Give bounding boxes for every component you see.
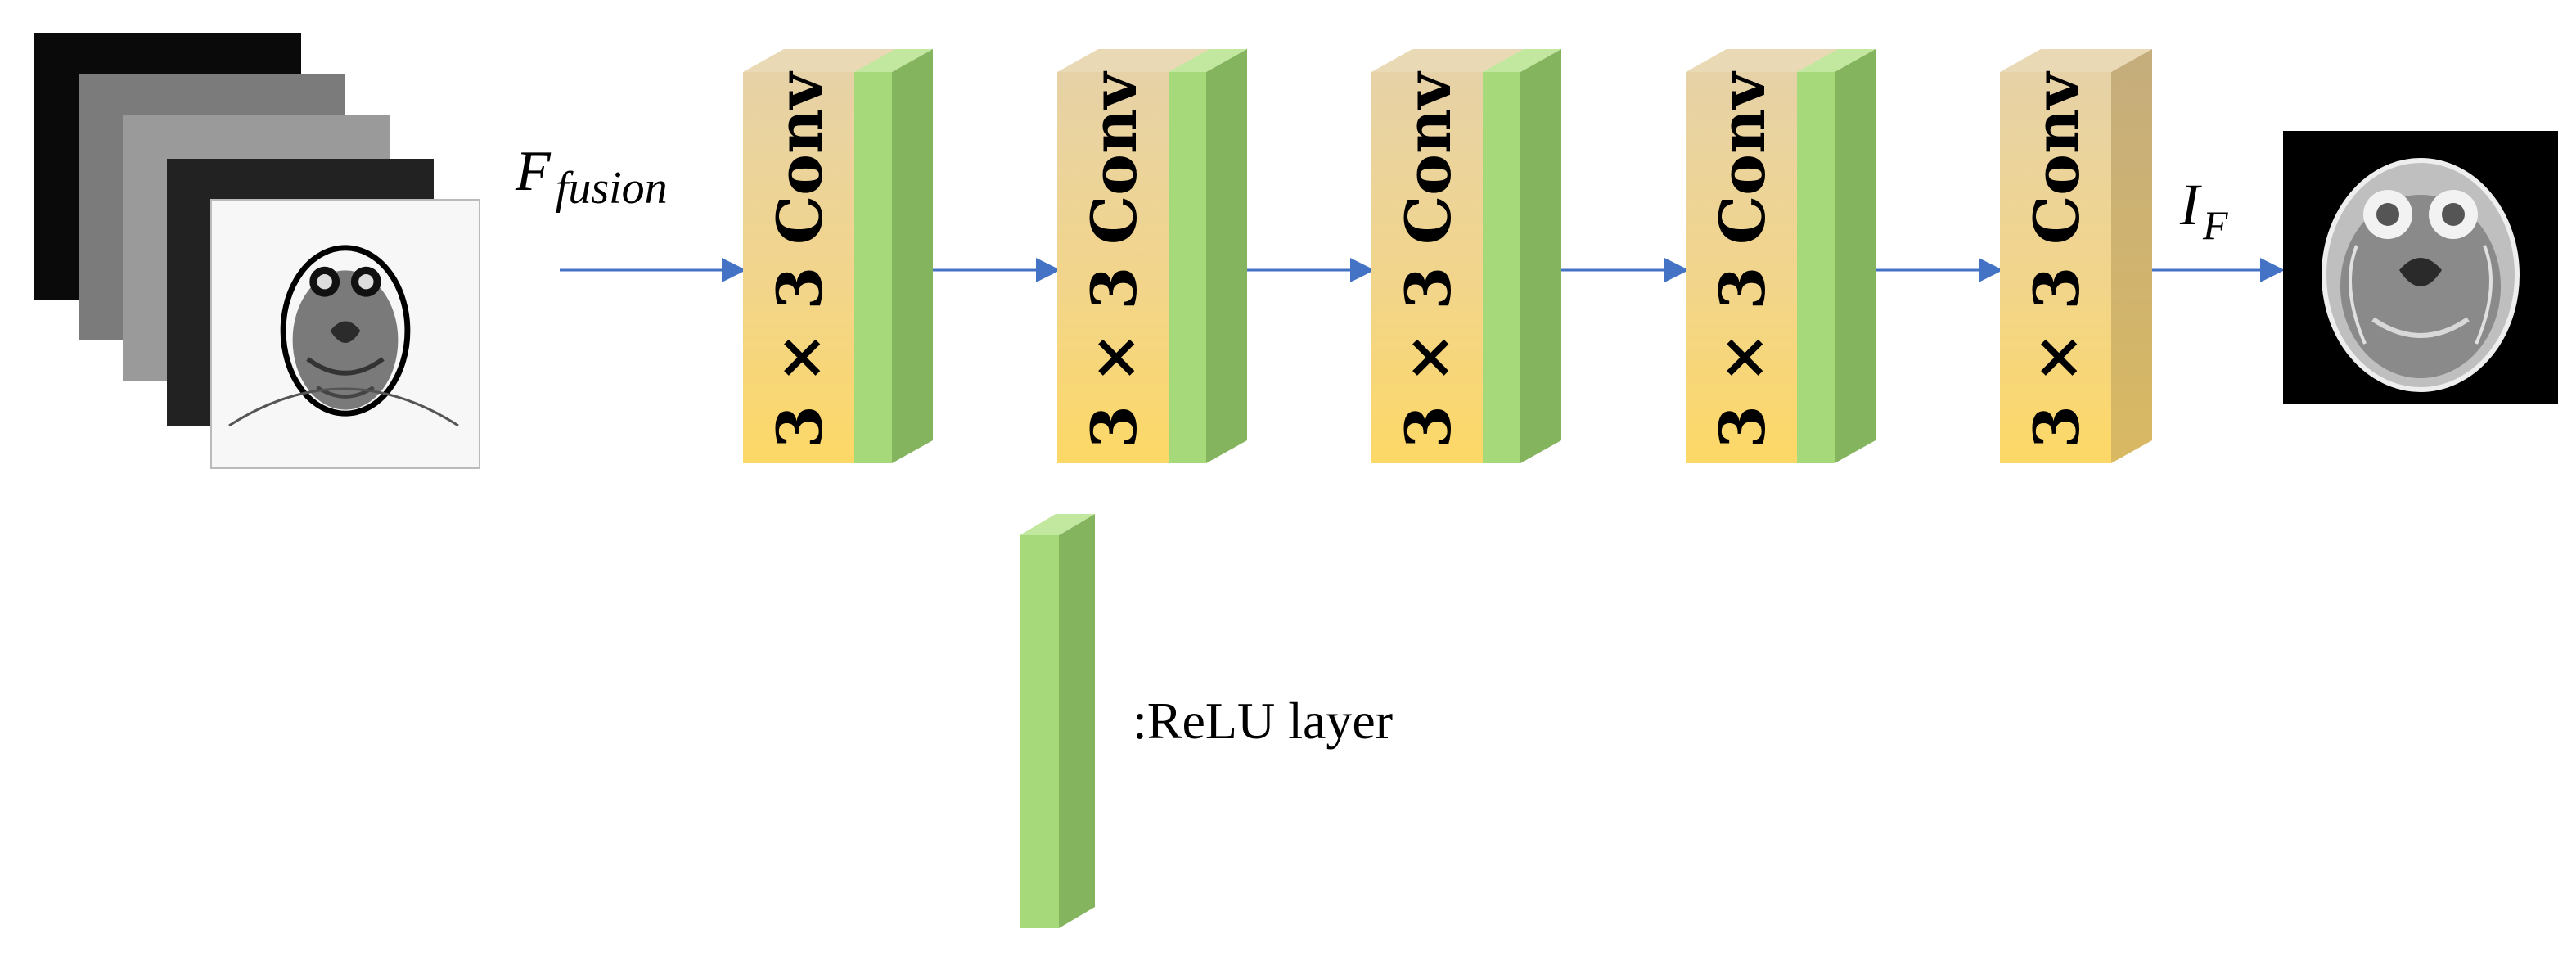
conv-block: 3 × 3 Conv — [743, 49, 933, 463]
relu-layer — [1483, 49, 1561, 463]
conv-block-front — [2000, 72, 2111, 463]
conv-block: 3 × 3 Conv — [1371, 49, 1561, 463]
output-image — [2283, 131, 2558, 404]
conv-label: 3 × 3 Conv — [1706, 70, 1779, 449]
legend-relu-symbol — [1020, 514, 1095, 928]
conv-block: 3 × 3 Conv — [1057, 49, 1247, 463]
legend-relu-label: :ReLU layer — [1133, 692, 1393, 750]
conv-label: 3 × 3 Conv — [1078, 70, 1151, 449]
input-image-stack — [34, 33, 480, 469]
relu-layer — [854, 49, 933, 463]
conv-label: 3 × 3 Conv — [2020, 70, 2093, 449]
conv-block: 3 × 3 Conv — [2000, 49, 2152, 463]
conv-block-front — [743, 72, 854, 463]
conv-block-front — [1371, 72, 1483, 463]
relu-layer — [1169, 49, 1247, 463]
conv-label: 3 × 3 Conv — [763, 70, 836, 449]
conv-label: 3 × 3 Conv — [1392, 70, 1465, 449]
conv-block-top — [2000, 49, 2152, 72]
input-slice — [210, 199, 480, 469]
conv-block: 3 × 3 Conv — [1686, 49, 1876, 463]
conv-block-front — [1057, 72, 1169, 463]
relu-layer — [1797, 49, 1876, 463]
output-label: IF — [2179, 172, 2228, 248]
conv-block-front — [1686, 72, 1797, 463]
conv-block-side — [2111, 49, 2152, 463]
